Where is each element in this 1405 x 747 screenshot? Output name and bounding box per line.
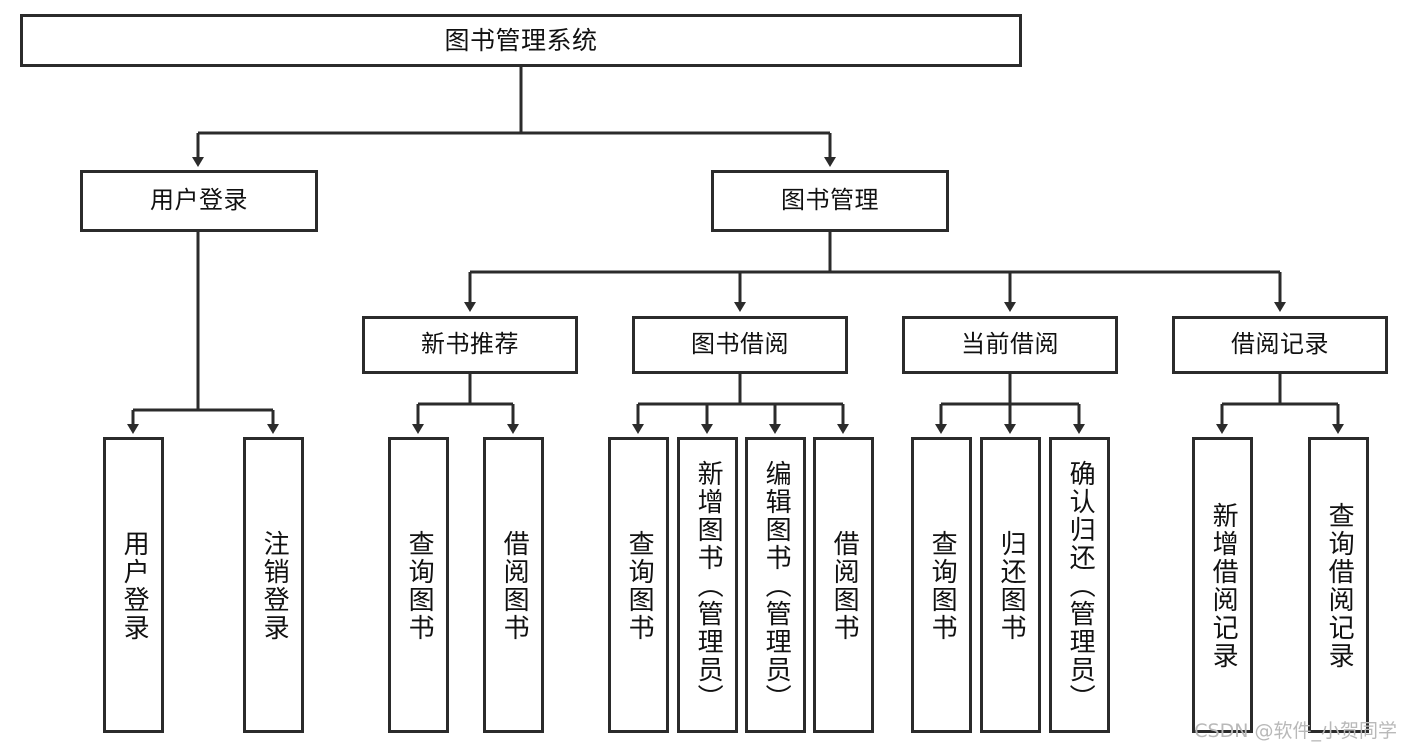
node-label: 归还图书: [996, 530, 1027, 642]
node-label: 注销登录: [259, 530, 290, 642]
node-label: 借阅图书: [829, 530, 860, 642]
leaf-borrow-book-new[interactable]: 借阅图书: [483, 437, 544, 733]
node-label: 借阅图书: [499, 530, 530, 642]
leaf-user-login[interactable]: 用户登录: [103, 437, 164, 733]
leaf-borrow-book[interactable]: 借阅图书: [813, 437, 874, 733]
node-label: 当前借阅: [961, 330, 1059, 359]
node-label: 图书管理系统: [444, 26, 598, 55]
node-label: 确认归还（管理员）: [1065, 460, 1096, 712]
node-current-borrow[interactable]: 当前借阅: [902, 316, 1118, 374]
leaf-logout[interactable]: 注销登录: [243, 437, 304, 733]
node-label: 新增图书（管理员）: [693, 460, 724, 712]
node-label: 用户登录: [150, 186, 248, 215]
node-user-login[interactable]: 用户登录: [80, 170, 318, 232]
leaf-query-book-borrow[interactable]: 查询图书: [608, 437, 669, 733]
node-label: 图书借阅: [691, 330, 789, 359]
node-label: 图书管理: [781, 186, 879, 215]
node-root-book-management-system[interactable]: 图书管理系统: [20, 14, 1022, 67]
leaf-return-book[interactable]: 归还图书: [980, 437, 1041, 733]
node-label: 借阅记录: [1231, 330, 1329, 359]
leaf-add-book-admin[interactable]: 新增图书（管理员）: [677, 437, 738, 733]
node-label: 查询图书: [624, 530, 655, 642]
node-label: 编辑图书（管理员）: [761, 460, 792, 712]
leaf-add-borrow-record[interactable]: 新增借阅记录: [1192, 437, 1253, 733]
leaf-query-book-new[interactable]: 查询图书: [388, 437, 449, 733]
node-label: 查询图书: [927, 530, 958, 642]
node-borrow-record[interactable]: 借阅记录: [1172, 316, 1388, 374]
node-book-management[interactable]: 图书管理: [711, 170, 949, 232]
node-book-borrow[interactable]: 图书借阅: [632, 316, 848, 374]
node-label: 新增借阅记录: [1208, 502, 1239, 670]
node-new-book-recommendation[interactable]: 新书推荐: [362, 316, 578, 374]
leaf-edit-book-admin[interactable]: 编辑图书（管理员）: [745, 437, 806, 733]
node-label: 查询图书: [404, 530, 435, 642]
node-label: 新书推荐: [421, 330, 519, 359]
node-label: 查询借阅记录: [1324, 502, 1355, 670]
leaf-query-book-current[interactable]: 查询图书: [911, 437, 972, 733]
leaf-query-borrow-record[interactable]: 查询借阅记录: [1308, 437, 1369, 733]
watermark-text: CSDN @软件_小贺同学: [1194, 720, 1397, 742]
leaf-confirm-return-admin[interactable]: 确认归还（管理员）: [1049, 437, 1110, 733]
node-label: 用户登录: [119, 530, 150, 642]
